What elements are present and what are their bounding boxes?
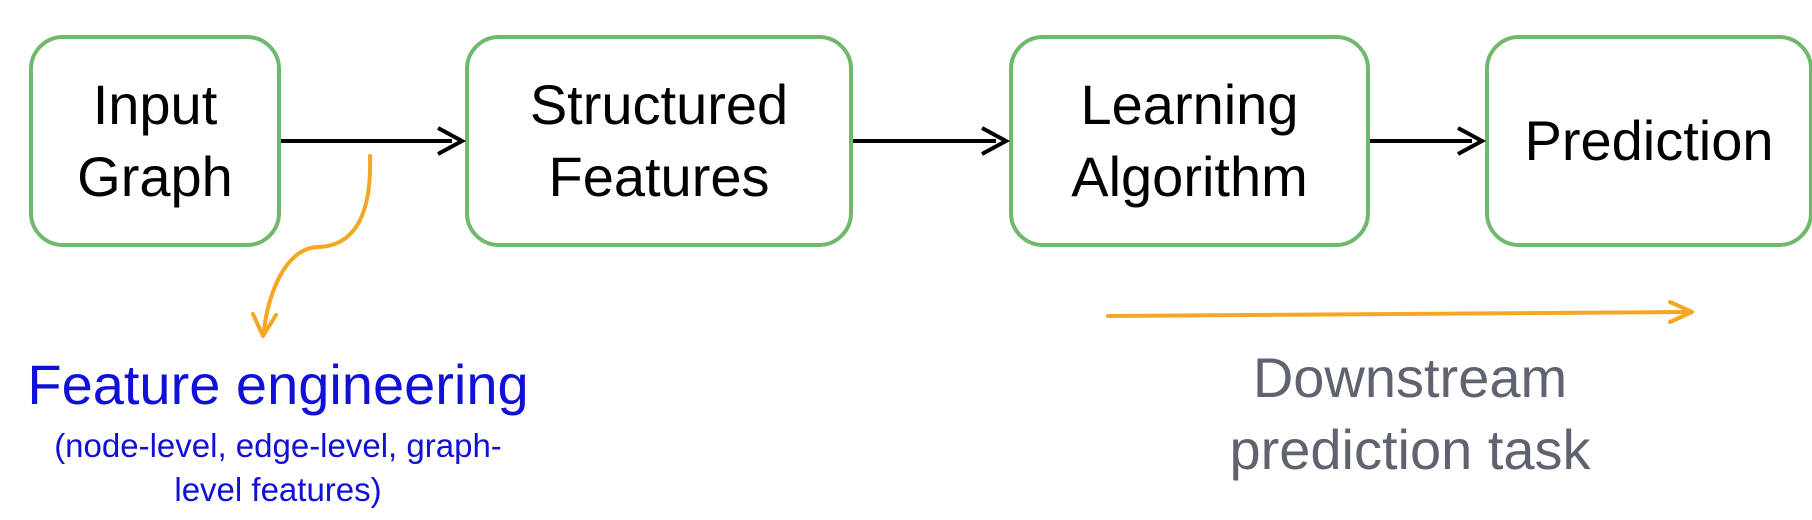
learning-algorithm-label-line2: Algorithm (1071, 145, 1308, 208)
learning-algorithm-label-line1: Learning (1080, 73, 1299, 136)
downstream-task-line1: Downstream (1252, 346, 1568, 409)
arrow-right-icon (281, 126, 467, 156)
prediction-box: Prediction (1485, 35, 1812, 247)
prediction-label: Prediction (1524, 109, 1774, 172)
arrow-right-icon (853, 126, 1011, 156)
feature-engineering-subtitle-line1: (node-level, edge-level, graph- (54, 427, 502, 464)
input-graph-box: Input Graph (29, 35, 281, 247)
feature-engineering-title: Feature engineering (27, 353, 529, 416)
input-graph-label-line1: Input (92, 73, 218, 136)
downstream-task-label: Downstream prediction task (1150, 342, 1670, 486)
structured-features-label-line1: Structured (529, 73, 789, 136)
arrow-right-icon (1370, 126, 1487, 156)
structured-features-label-line2: Features (548, 145, 770, 208)
curved-arrow-down-icon (251, 154, 373, 338)
structured-features-box: Structured Features (465, 35, 853, 247)
downstream-task-line2: prediction task (1229, 418, 1591, 481)
arrow-right-icon (1106, 300, 1694, 324)
input-graph-label-line2: Graph (77, 145, 233, 208)
learning-algorithm-box: Learning Algorithm (1009, 35, 1370, 247)
feature-engineering-subtitle-line2: level features) (174, 471, 382, 508)
feature-engineering-subtitle: (node-level, edge-level, graph- level fe… (0, 424, 556, 512)
